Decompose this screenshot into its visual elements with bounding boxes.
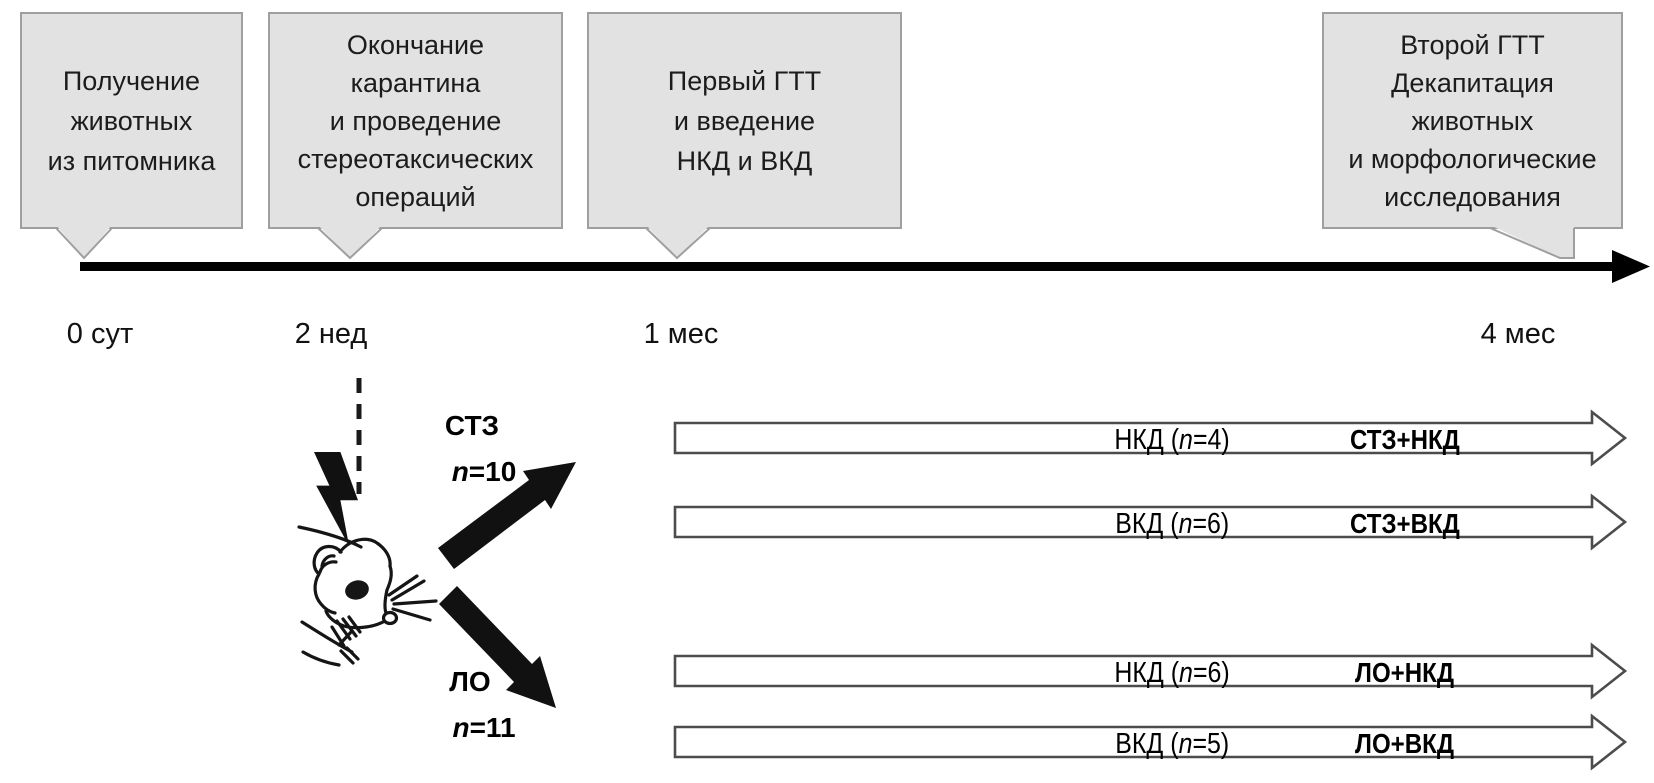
lo-branch-arrow — [439, 586, 556, 708]
timeline-tick-label-2: 1 мес — [643, 318, 719, 350]
milestone-box-second-gtt: Второй ГТТ Декапитация животных и морфол… — [1322, 12, 1623, 229]
timeline-tick-label-1: 2 нед — [294, 318, 368, 350]
group-name-label: ЛО+ВКД — [1355, 728, 1455, 759]
timeline-tick-label-3: 4 мес — [1480, 318, 1556, 350]
group-name-label: СТЗ+ВКД — [1350, 508, 1460, 539]
rat-icon — [297, 525, 438, 667]
group-diet-label: НКД (n=4) — [1114, 424, 1230, 456]
group-arrow-stz-nkd — [673, 409, 1628, 467]
stz-branch-n-label: n=10 — [451, 456, 517, 487]
stz-branch-arrow — [438, 462, 576, 569]
stz-branch-label: СТЗ — [444, 410, 500, 441]
group-arrow-lo-vkd — [673, 713, 1628, 771]
milestone-text: Второй ГТТ Декапитация животных и морфол… — [1348, 29, 1597, 212]
lightning-icon — [314, 452, 358, 547]
group-arrow-stz-vkd — [673, 493, 1628, 551]
milestone-text: Первый ГТТ и введение НКД и ВКД — [667, 65, 822, 176]
timeline-arrow — [80, 250, 1650, 283]
milestone-box-first-gtt: Первый ГТТ и введение НКД и ВКД — [587, 12, 902, 229]
group-diet-label: ВКД (n=5) — [1115, 728, 1229, 760]
group-diet-label: ВКД (n=6) — [1115, 508, 1229, 540]
group-name-label: ЛО+НКД — [1355, 657, 1455, 688]
milestone-box-receive-animals: Получение животных из питомника — [20, 12, 243, 229]
callout-tail-icons — [55, 225, 1575, 260]
milestone-text: Окончание карантина и проведение стереот… — [297, 29, 534, 212]
group-name-label: СТЗ+НКД — [1350, 424, 1460, 455]
timeline-tick-label-0: 0 сут — [66, 318, 134, 350]
group-arrow-lo-nkd — [673, 642, 1628, 700]
group-diet-label: НКД (n=6) — [1114, 657, 1230, 689]
milestone-text: Получение животных из питомника — [47, 65, 216, 176]
group-arrows — [673, 409, 1628, 771]
lo-branch-n-label: n=11 — [452, 712, 516, 743]
milestone-box-quarantine-surgery: Окончание карантина и проведение стереот… — [268, 12, 563, 229]
lo-branch-label: ЛО — [449, 666, 491, 697]
